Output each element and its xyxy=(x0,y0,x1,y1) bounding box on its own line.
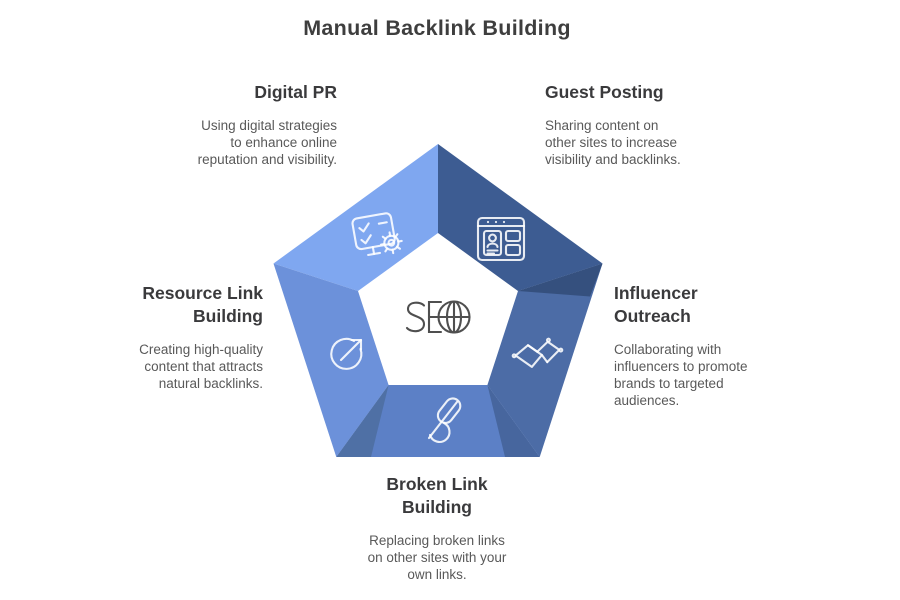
section-guest-posting: Guest Posting Sharing content on other s… xyxy=(545,81,765,168)
page-title: Manual Backlink Building xyxy=(303,16,571,40)
broken-chain-icon xyxy=(427,397,462,443)
section-description: Using digital strategies to enhance onli… xyxy=(197,118,337,168)
arrow-circle-icon xyxy=(330,337,363,370)
globe-icon xyxy=(437,300,471,334)
segment-resource-link xyxy=(273,263,389,457)
section-broken-link-building: Broken Link Building Replacing broken li… xyxy=(327,473,547,583)
seo-letter-s xyxy=(405,301,426,333)
section-description: Sharing content on other sites to increa… xyxy=(545,118,681,168)
section-heading: Broken Link Building xyxy=(386,474,488,518)
handshake-icon xyxy=(511,337,564,368)
section-heading: Guest Posting xyxy=(545,82,664,102)
section-description: Creating high-quality content that attra… xyxy=(139,342,263,392)
section-heading: Digital PR xyxy=(254,82,337,102)
fold-bottom-left-vertex xyxy=(336,385,389,457)
fold-right-vertex xyxy=(518,263,603,297)
seo-letter-e xyxy=(427,300,443,334)
checklist-gear-icon xyxy=(351,212,403,257)
section-influencer-outreach: Influencer Outreach Collaborating with i… xyxy=(614,282,794,409)
seo-center xyxy=(405,300,471,334)
segment-digital-pr xyxy=(273,144,438,291)
browser-profile-icon xyxy=(476,216,526,262)
section-description: Replacing broken links on other sites wi… xyxy=(367,533,507,583)
section-heading: Influencer Outreach xyxy=(614,283,698,327)
segment-broken-link xyxy=(336,385,540,457)
section-resource-link-building: Resource Link Building Creating high-qua… xyxy=(73,282,263,392)
section-digital-pr: Digital PR Using digital strategies to e… xyxy=(117,81,337,168)
section-heading: Resource Link Building xyxy=(142,283,263,327)
section-description: Collaborating with influencers to promot… xyxy=(614,342,748,409)
fold-bottom-right-vertex xyxy=(487,385,540,457)
